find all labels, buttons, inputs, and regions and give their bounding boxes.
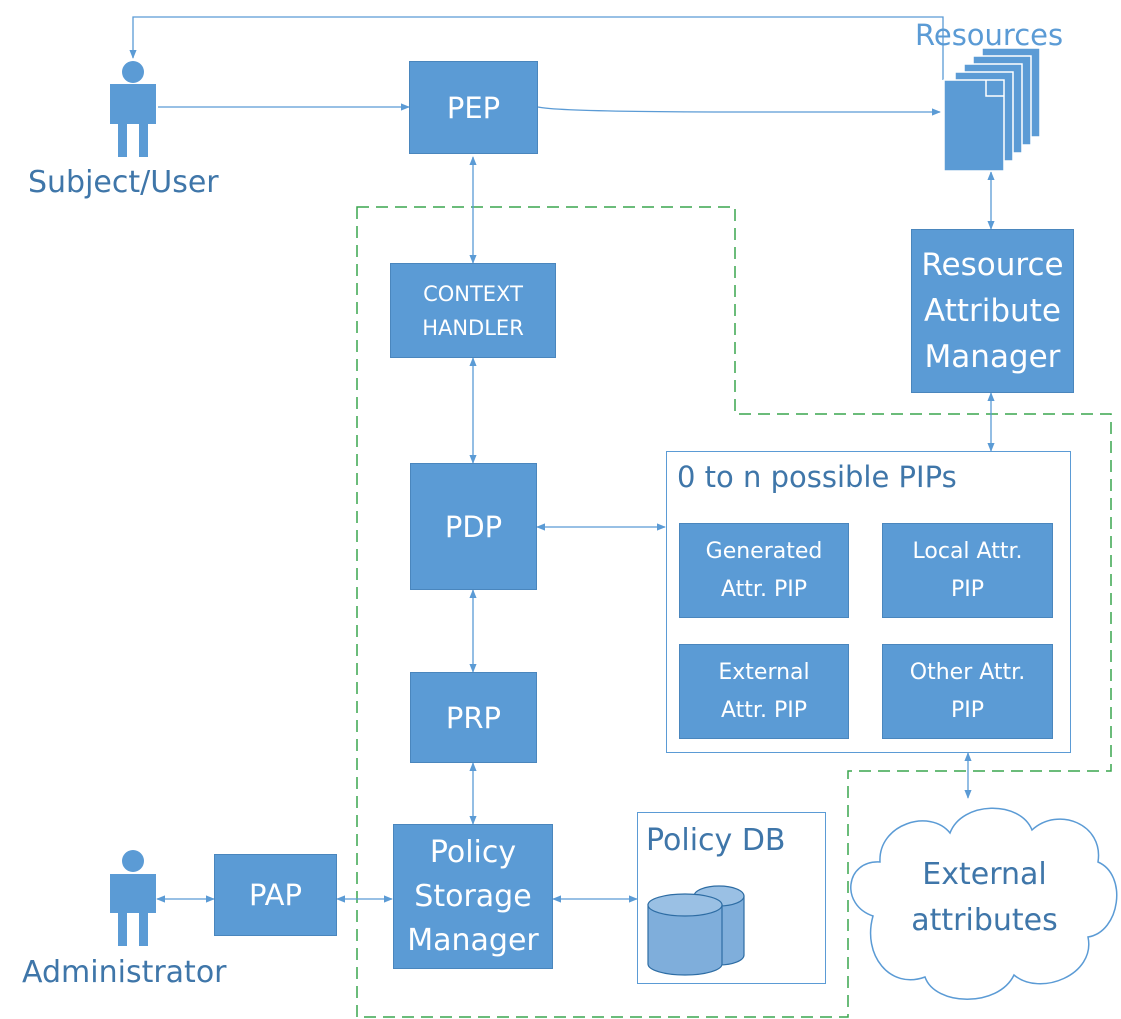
admin-person-icon bbox=[110, 850, 156, 946]
policy-storage-manager-box: Policy Storage Manager bbox=[393, 824, 553, 969]
pdp-label: PDP bbox=[444, 509, 503, 544]
pip-generated-label: Generated Attr. PIP bbox=[705, 538, 823, 602]
context-handler-box: CONTEXT HANDLER bbox=[390, 263, 556, 358]
prp-box: PRP bbox=[410, 672, 537, 763]
policy-db-container: Policy DB bbox=[637, 812, 826, 984]
pip-external-label: External Attr. PIP bbox=[718, 659, 810, 723]
external-attributes-label: External attributes bbox=[911, 857, 1058, 938]
connector-pep-to-resources bbox=[537, 106, 941, 116]
administrator-label: Administrator bbox=[22, 955, 227, 990]
policy-db-label: Policy DB bbox=[646, 823, 786, 858]
resources-document-stack-icon bbox=[943, 47, 1041, 172]
pip-local-box: Local Attr. PIP bbox=[882, 523, 1053, 618]
subject-user-label: Subject/User bbox=[28, 165, 219, 200]
context-handler-label: CONTEXT HANDLER bbox=[422, 281, 524, 340]
pep-box: PEP bbox=[409, 61, 538, 154]
pip-other-box: Other Attr. PIP bbox=[882, 644, 1053, 739]
pip-local-label: Local Attr. PIP bbox=[912, 538, 1023, 602]
policy-storage-manager-label: Policy Storage Manager bbox=[407, 834, 539, 958]
pep-label: PEP bbox=[446, 90, 501, 125]
resource-attribute-manager-label: Resource Attribute Manager bbox=[921, 247, 1064, 375]
pdp-box: PDP bbox=[410, 463, 537, 590]
resources-label: Resources bbox=[915, 18, 1064, 52]
database-icon bbox=[647, 885, 745, 976]
trust-boundary bbox=[356, 206, 1112, 1018]
resource-attribute-manager-box: Resource Attribute Manager bbox=[911, 229, 1074, 393]
pip-generated-box: Generated Attr. PIP bbox=[679, 523, 849, 618]
pap-label: PAP bbox=[249, 878, 302, 912]
pips-title: 0 to n possible PIPs bbox=[677, 460, 957, 494]
cloud-icon bbox=[850, 807, 1118, 1000]
pip-other-label: Other Attr. PIP bbox=[909, 659, 1026, 723]
prp-label: PRP bbox=[445, 700, 502, 735]
pip-external-box: External Attr. PIP bbox=[679, 644, 849, 739]
pap-box: PAP bbox=[214, 854, 337, 936]
connector-resources-to-subject bbox=[129, 16, 944, 80]
subject-person-icon bbox=[110, 61, 156, 157]
